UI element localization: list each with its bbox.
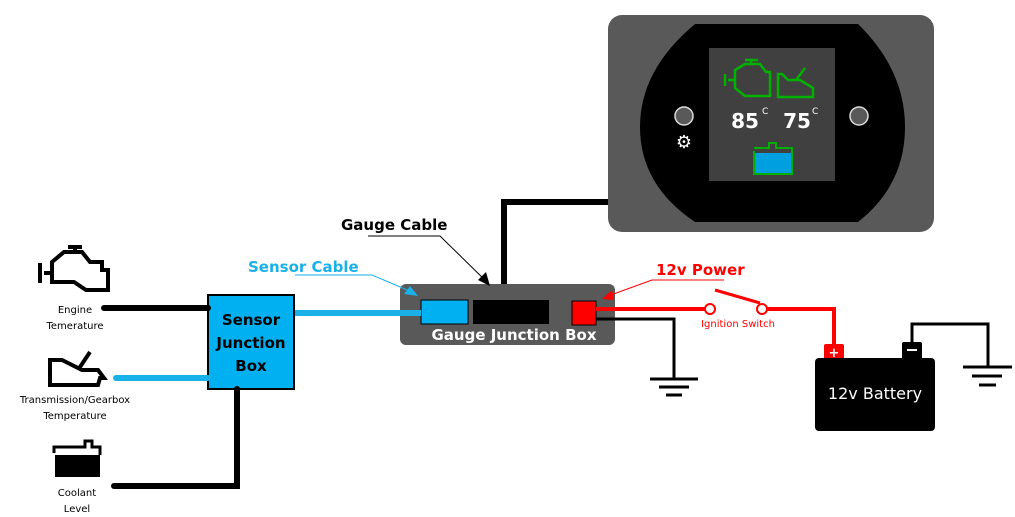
left-button[interactable] [674,106,694,126]
engine-label-2: Temerature [46,321,104,332]
power-label: 12v Power [656,261,745,279]
junction-ground-wire [596,317,676,378]
transmission-label-1: Transmission/Gearbox [19,395,130,406]
sensor-junction-label-1: Sensor [222,311,281,329]
gauge-cable-label: Gauge Cable [341,216,447,234]
battery-positive-terminal [824,344,844,360]
ignition-label: Ignition Switch [701,319,775,330]
gauge-junction-label: Gauge Junction Box [431,326,596,344]
ignition-switch-lever[interactable] [714,288,761,305]
battery-plus-sign: + [829,346,840,361]
transmission-icon [48,350,108,387]
engine-label-1: Engine [58,305,92,316]
sensor-cable-pointer [295,274,413,293]
engine-temp-unit: C [762,107,768,117]
coolant-wire [111,386,240,489]
battery-label: 12v Battery [828,384,922,403]
right-button[interactable] [849,106,869,126]
engine-icon [38,245,110,292]
gauge-port [473,300,549,324]
sensor-cable-arrowhead [404,286,418,296]
sensor-junction-box [207,294,295,390]
engine-icon-green [723,58,772,98]
engine-temp-value: 85 [731,109,759,133]
trans-temp-unit: C [812,107,818,117]
ignition-contact-right [756,303,768,315]
battery-ground-wire [910,322,990,367]
sensor-cable-label: Sensor Cable [248,258,359,276]
coolant-icon-color [753,142,793,175]
ignition-contact-left [704,303,716,315]
sensor-junction-label-2: Junction [215,334,285,352]
battery-body [815,358,935,431]
power-pointer [607,279,724,297]
coolant-label-2: Level [64,504,90,515]
power-wire-2 [767,307,836,344]
transmission-label-2: Temperature [42,411,106,422]
transmission-icon-green [776,67,815,99]
power-arrowhead [602,290,614,300]
sensor-port [420,299,469,325]
coolant-icon [52,439,102,477]
power-port [571,300,597,326]
coolant-label-1: Coolant [58,488,96,499]
gauge-cable [501,199,608,300]
trans-temp-value: 75 [783,109,811,133]
gauge-cable-pointer [368,235,489,284]
settings-gear-icon[interactable]: ⚙ [676,132,692,153]
sensor-junction-label-3: Box [235,357,267,375]
gauge-cable-arrowhead [478,272,490,286]
